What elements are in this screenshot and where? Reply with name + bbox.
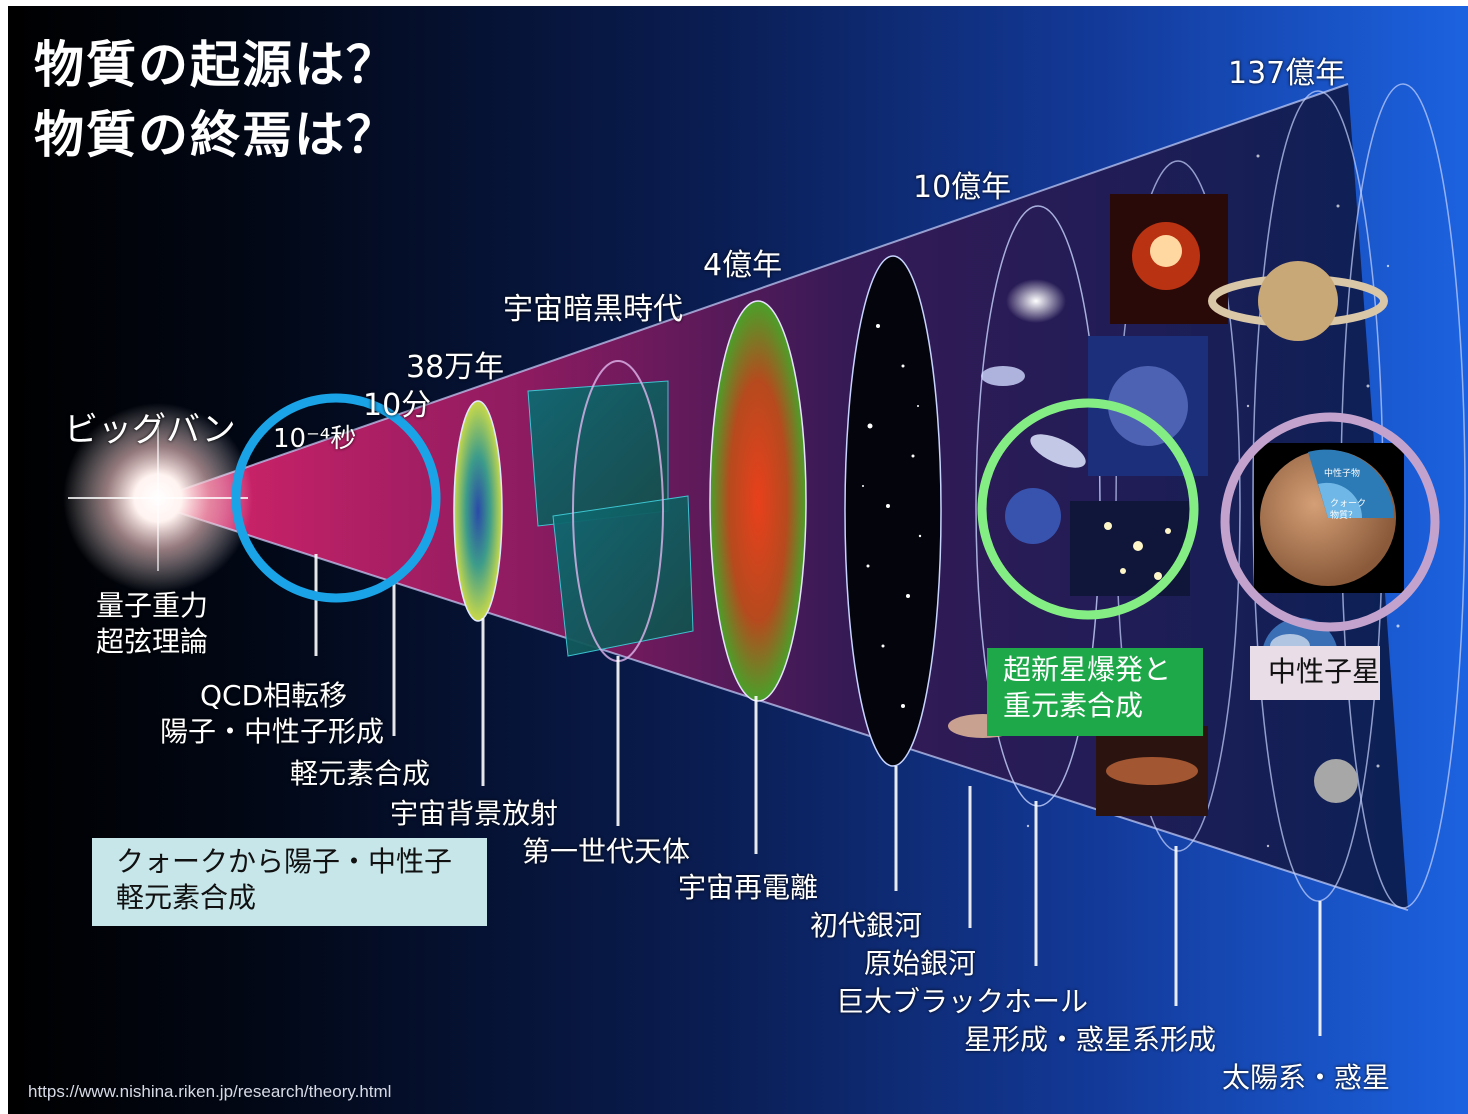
galaxy-thumb-2 xyxy=(981,366,1025,386)
quark-box-line-2: 軽元素合成 xyxy=(116,882,257,913)
supernova-highlight-circle xyxy=(977,398,1199,620)
label-light-elements: 軽元素合成 xyxy=(290,757,431,790)
neutron-star-highlight-circle xyxy=(1220,412,1440,632)
supernova-box-line-2: 重元素合成 xyxy=(1003,690,1144,721)
label-primordial-galaxies: 原始銀河 xyxy=(864,947,977,980)
source-url[interactable]: https://www.nishina.riken.jp/research/th… xyxy=(28,1082,392,1101)
cone-top-edge xyxy=(157,83,1349,499)
time-1e-4-seconds: 10⁻⁴秒 xyxy=(273,424,357,454)
inset-label-1: 中性子物 xyxy=(1324,469,1361,479)
label-qcd-transition: QCD相転移 xyxy=(200,679,348,712)
label-first-objects: 第一世代天体 xyxy=(522,835,691,868)
time-400m-years: 4億年 xyxy=(703,248,783,283)
cone-bottom-edge xyxy=(157,505,1409,911)
label-black-holes: 巨大ブラックホール xyxy=(836,985,1089,1018)
pointer-lines xyxy=(314,554,1322,1036)
dark-age-cube-bottom xyxy=(552,495,694,657)
label-solar-system: 太陽系・惑星 xyxy=(1222,1061,1391,1094)
quark-annotation-box: クォークから陽子・中性子 軽元素合成 xyxy=(92,838,487,926)
star-cluster-stars xyxy=(1104,522,1171,580)
label-first-galaxies: 初代銀河 xyxy=(810,909,923,942)
saturn-image xyxy=(1208,261,1388,341)
moon-image xyxy=(1314,759,1358,803)
supernova-box-line-1: 超新星爆発と xyxy=(1003,654,1172,685)
neutron-star-annotation-box: 中性子星 xyxy=(1250,646,1380,700)
label-nucleon-formation: 陽子・中性子形成 xyxy=(160,715,385,748)
star-cluster-photo xyxy=(1070,501,1190,596)
supernova-annotation-box: 超新星爆発と 重元素合成 xyxy=(987,648,1203,736)
label-star-formation: 星形成・惑星系形成 xyxy=(964,1023,1217,1056)
label-reionization: 宇宙再電離 xyxy=(678,871,819,904)
quark-box-line-1: クォークから陽子・中性子 xyxy=(116,846,453,877)
diagram-graphics xyxy=(63,83,1466,1036)
background-stars xyxy=(1026,154,1400,848)
title-line-2: 物質の終焉は？ xyxy=(34,106,398,164)
cosmic-history-diagram: 物質の起源は？ 物質の終焉は？ 137億年 10億年 4億年 宇宙暗黒時代 38… xyxy=(8,6,1468,1114)
neutron-box-label: 中性子星 xyxy=(1268,656,1381,687)
title-line-1: 物質の起源は？ xyxy=(34,36,398,94)
cmb-ellipse xyxy=(453,400,503,622)
neutron-star-core xyxy=(1318,482,1363,518)
label-quantum-gravity: 量子重力 xyxy=(96,589,209,622)
time-380k-years: 38万年 xyxy=(406,350,505,385)
big-bang-label: ビッグバン xyxy=(64,410,236,450)
reionization-ellipse xyxy=(709,300,807,702)
label-cmb: 宇宙背景放射 xyxy=(390,797,559,830)
galaxy-field-ellipse xyxy=(844,255,942,767)
time-10-minutes: 10分 xyxy=(363,388,432,423)
quark-highlight-circle xyxy=(231,393,441,603)
galaxy-thumb-3 xyxy=(1030,434,1086,468)
spiral-galaxy-thumb xyxy=(1005,488,1061,544)
galaxy-field-stars xyxy=(862,324,922,708)
galaxy-thumb-1 xyxy=(1006,279,1066,323)
time-1b-years: 10億年 xyxy=(913,170,1012,205)
time-13-7b-years: 137億年 xyxy=(1228,56,1346,91)
inset-label-2: クォーク xyxy=(1330,499,1367,509)
time-dark-age: 宇宙暗黒時代 xyxy=(503,292,683,327)
inset-label-3: 物質？ xyxy=(1330,511,1358,521)
label-superstring: 超弦理論 xyxy=(96,625,209,658)
